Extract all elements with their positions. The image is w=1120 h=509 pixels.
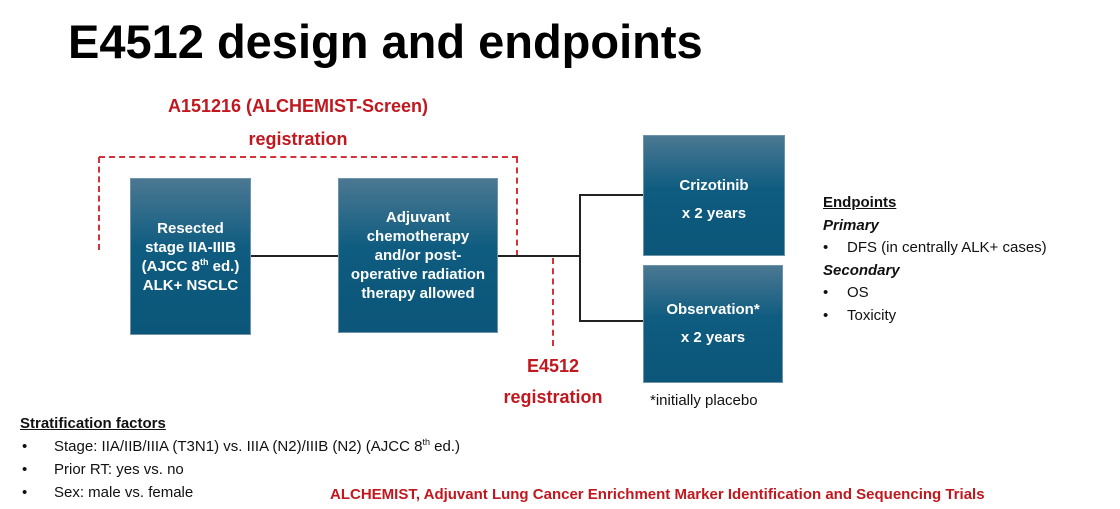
box-text: x 2 years — [680, 329, 746, 346]
adjuvant-box: Adjuvant chemotherapy and/or post- opera… — [338, 178, 498, 333]
box-text: stage IIA-IIIB — [145, 238, 236, 256]
e4512-label-line2: registration — [503, 387, 603, 407]
screen-bracket-top — [99, 156, 518, 158]
footer-acronym: ALCHEMIST, Adjuvant Lung Cancer Enrichme… — [330, 486, 985, 503]
box-text: Observation* — [666, 301, 760, 318]
slide-title: E4512 design and endpoints — [68, 15, 703, 68]
e4512-registration-label: E4512 registration — [480, 351, 626, 413]
screen-label-line1: A151216 (ALCHEMIST-Screen) — [167, 96, 429, 116]
branch-arm-bottom — [579, 320, 643, 322]
crizotinib-arm-box: Crizotinib x 2 years — [643, 135, 785, 256]
stratification-item: Stage: IIA/IIB/IIIA (T3N1) vs. IIIA (N2)… — [20, 435, 460, 458]
e4512-label-line1: E4512 — [526, 356, 580, 376]
randomization-branch — [579, 194, 581, 322]
primary-endpoint-item: DFS (in centrally ALK+ cases) — [823, 237, 1047, 260]
screen-registration-label: A151216 (ALCHEMIST-Screen) registration — [148, 90, 448, 156]
box-text: Adjuvant — [385, 209, 451, 226]
stratification-item: Sex: male vs. female — [20, 481, 460, 504]
placebo-footnote: *initially placebo — [650, 392, 758, 409]
screen-bracket-left — [98, 157, 100, 250]
screen-label-line2: registration — [248, 129, 348, 149]
box-text: x 2 years — [681, 205, 747, 222]
box-text: therapy allowed — [361, 285, 475, 302]
box-text: operative radiation — [350, 266, 486, 283]
stratification-heading: Stratification factors — [20, 415, 166, 432]
e4512-marker — [552, 258, 554, 346]
stratification-item: Prior RT: yes vs. no — [20, 458, 460, 481]
branch-arm-top — [579, 194, 643, 196]
box-text: Crizotinib — [679, 177, 749, 194]
box-text: chemotherapy — [366, 228, 470, 245]
box-text: (AJCC 8th ed.) — [141, 256, 240, 275]
box-text: ALK+ NSCLC — [142, 276, 239, 294]
secondary-endpoint-item: Toxicity — [823, 305, 1047, 328]
endpoints-heading: Endpoints — [823, 194, 897, 211]
connector-line — [250, 255, 338, 257]
box-text: and/or post- — [374, 247, 462, 264]
endpoints-panel: Endpoints Primary DFS (in centrally ALK+… — [823, 192, 1047, 327]
screen-bracket-right — [516, 157, 518, 256]
secondary-endpoint-item: OS — [823, 282, 1047, 305]
primary-heading: Primary — [823, 216, 879, 234]
connector-line — [497, 255, 581, 257]
stratification-panel: Stratification factors Stage: IIA/IIB/II… — [20, 412, 460, 504]
secondary-heading: Secondary — [823, 261, 900, 279]
population-box: Resected stage IIA-IIIB (AJCC 8th ed.) A… — [130, 178, 251, 335]
observation-arm-box: Observation* x 2 years — [643, 265, 783, 383]
box-text: Resected — [157, 219, 224, 237]
